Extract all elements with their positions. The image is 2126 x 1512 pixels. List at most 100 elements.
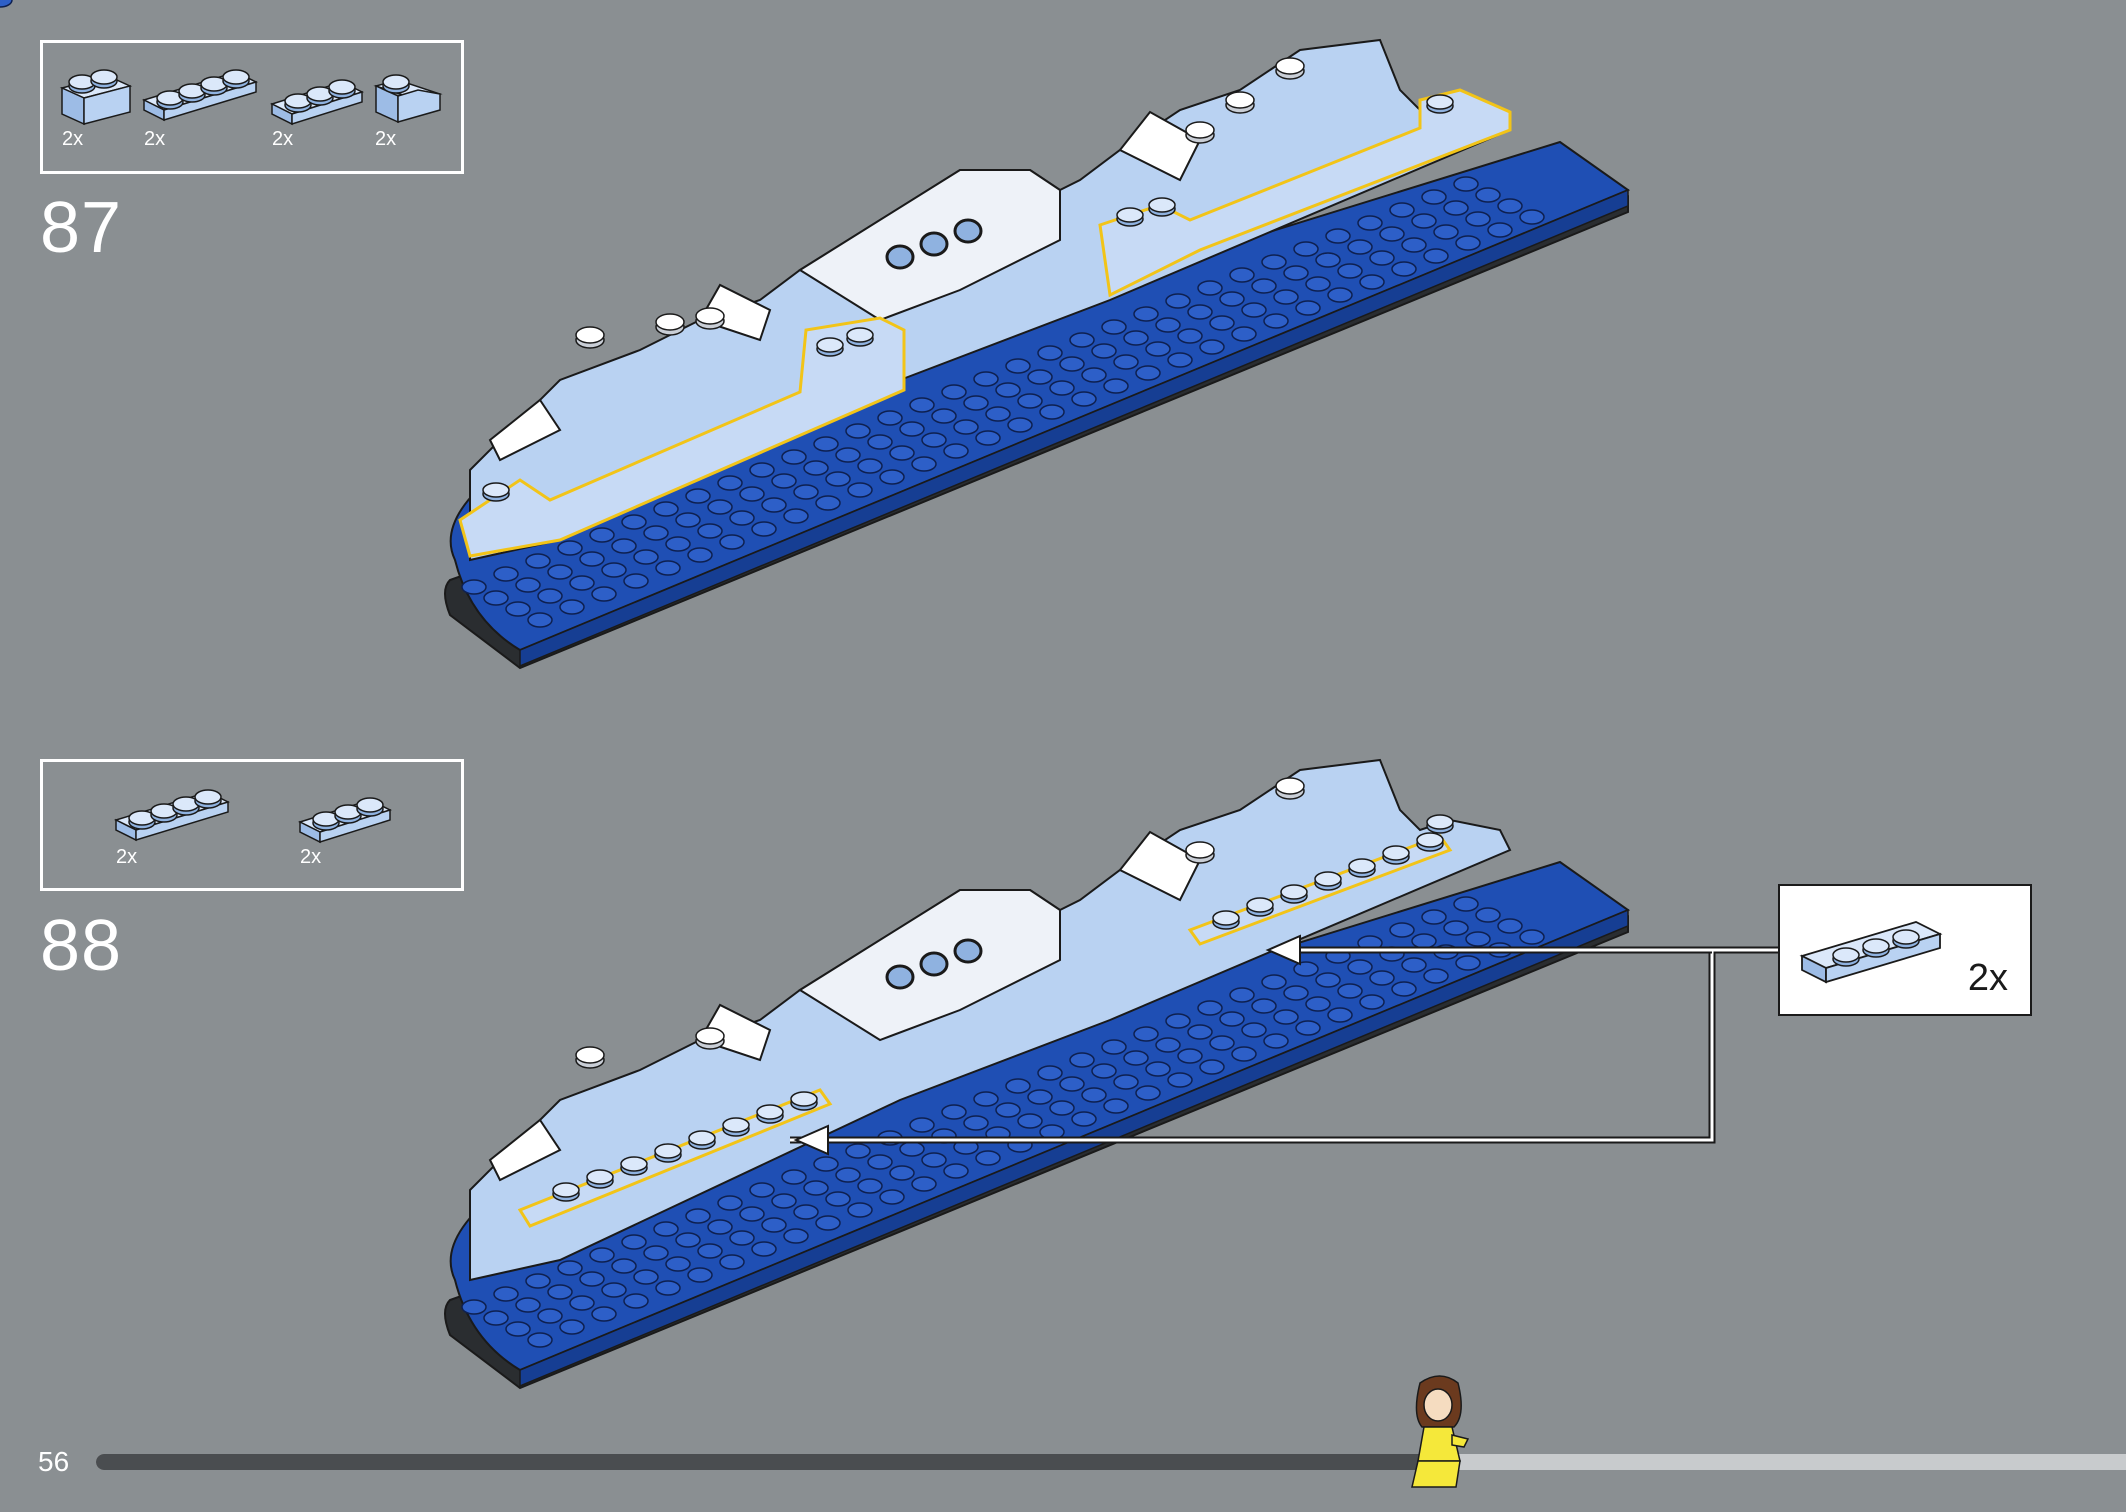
- base-stud: [751, 1241, 777, 1257]
- plate-1x3-light-blue-icon: [270, 79, 364, 126]
- base-stud: [783, 508, 809, 524]
- base-stud: [1305, 996, 1331, 1012]
- base-stud: [749, 462, 775, 478]
- base-stud: [1231, 1046, 1257, 1062]
- base-stud: [943, 1163, 969, 1179]
- base-stud: [665, 536, 691, 552]
- base-stud: [1155, 1037, 1181, 1053]
- base-stud: [1519, 209, 1545, 225]
- base-stud: [1059, 1076, 1085, 1092]
- base-stud: [1039, 404, 1065, 420]
- base-stud: [1103, 378, 1129, 394]
- base-stud: [963, 395, 989, 411]
- part-qty-87-2: 2x: [144, 128, 166, 150]
- base-stud: [611, 538, 637, 554]
- base-stud: [515, 577, 541, 593]
- base-stud: [1497, 198, 1523, 214]
- base-stud: [771, 473, 797, 489]
- model-step-88: [444, 758, 1631, 1390]
- base-stud: [1229, 987, 1255, 1003]
- base-stud: [749, 1182, 775, 1198]
- base-stud: [975, 430, 1001, 446]
- base-stud: [643, 525, 669, 541]
- base-stud: [1251, 998, 1277, 1014]
- base-stud: [537, 1308, 563, 1324]
- base-stud: [1101, 319, 1127, 335]
- base-stud: [1359, 274, 1385, 290]
- base-stud: [515, 1297, 541, 1313]
- base-stud: [687, 1267, 713, 1283]
- base-stud: [1081, 1087, 1107, 1103]
- base-stud: [1145, 341, 1171, 357]
- base-stud: [1261, 974, 1287, 990]
- base-stud: [1347, 239, 1373, 255]
- page-number: 56: [38, 1446, 70, 1477]
- base-stud: [1391, 981, 1417, 997]
- base-stud: [1241, 302, 1267, 318]
- base-stud: [493, 1286, 519, 1302]
- base-stud: [867, 1154, 893, 1170]
- base-stud: [1391, 261, 1417, 277]
- base-stud: [1475, 907, 1501, 923]
- base-stud: [525, 553, 551, 569]
- base-stud: [1135, 1085, 1161, 1101]
- base-stud: [719, 534, 745, 550]
- base-stud: [1123, 330, 1149, 346]
- callout-qty: 2x: [1967, 957, 2008, 999]
- base-stud: [1423, 248, 1449, 264]
- base-stud: [761, 497, 787, 513]
- base-stud: [899, 421, 925, 437]
- base-stud: [1133, 1026, 1159, 1042]
- base-stud: [909, 1117, 935, 1133]
- base-stud: [973, 371, 999, 387]
- base-stud: [1219, 1011, 1245, 1027]
- brick-1x2-light-blue-icon: [59, 69, 133, 126]
- base-stud: [591, 586, 617, 602]
- base-stud: [1187, 1024, 1213, 1040]
- base-stud: [1497, 918, 1523, 934]
- base-stud: [537, 588, 563, 604]
- base-stud: [621, 514, 647, 530]
- base-stud: [1209, 1035, 1235, 1051]
- base-stud: [845, 423, 871, 439]
- base-stud: [771, 1193, 797, 1209]
- parts-list-step-87: [40, 40, 464, 174]
- base-stud: [973, 1091, 999, 1107]
- base-stud: [1199, 1059, 1225, 1075]
- base-stud: [1283, 985, 1309, 1001]
- base-stud: [1453, 176, 1479, 192]
- base-stud: [941, 1104, 967, 1120]
- base-stud: [1325, 228, 1351, 244]
- base-stud: [633, 1269, 659, 1285]
- base-stud: [1273, 1009, 1299, 1025]
- base-stud: [1337, 983, 1363, 999]
- part-qty-87-3: 2x: [272, 128, 294, 150]
- base-stud: [621, 1234, 647, 1250]
- base-stud: [1165, 293, 1191, 309]
- base-stud: [1475, 187, 1501, 203]
- base-stud: [1455, 235, 1481, 251]
- base-stud: [1167, 352, 1193, 368]
- base-stud: [1027, 369, 1053, 385]
- base-stud: [1167, 1072, 1193, 1088]
- base-stud: [1135, 365, 1161, 381]
- base-stud: [739, 486, 765, 502]
- base-stud: [1379, 226, 1405, 242]
- base-stud: [825, 1191, 851, 1207]
- base-stud: [1421, 909, 1447, 925]
- callout-arrows: [790, 934, 1778, 1156]
- base-stud: [739, 1206, 765, 1222]
- base-stud: [1209, 315, 1235, 331]
- base-stud: [1123, 1050, 1149, 1066]
- base-stud: [975, 1150, 1001, 1166]
- model-step-87: [0, 0, 1631, 670]
- base-stud: [461, 579, 487, 595]
- base-stud: [687, 547, 713, 563]
- base-stud: [1069, 332, 1095, 348]
- base-stud: [1251, 278, 1277, 294]
- base-stud: [995, 382, 1021, 398]
- base-stud: [559, 599, 585, 615]
- base-stud: [1049, 380, 1075, 396]
- base-stud: [835, 1167, 861, 1183]
